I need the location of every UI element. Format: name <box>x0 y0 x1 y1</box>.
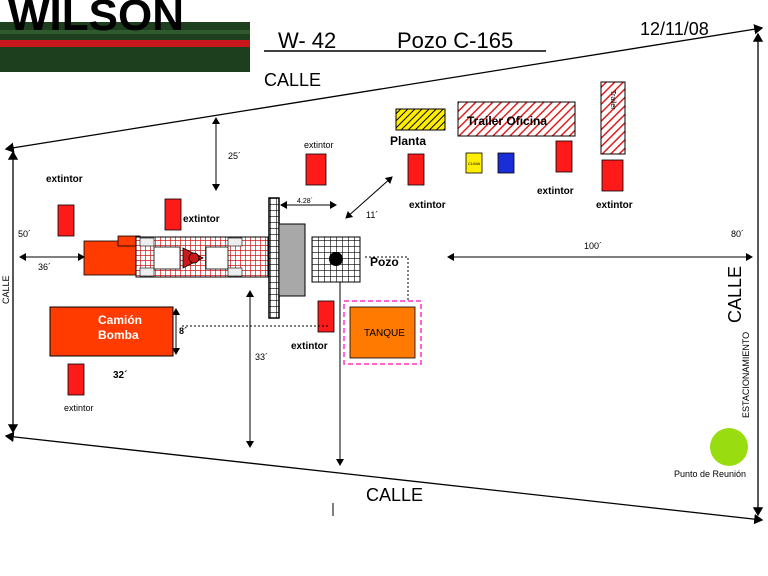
tank-label: TANQUE <box>364 328 405 339</box>
dim-11: 11´ <box>366 210 378 220</box>
trailer-vertical-label: Trailer <box>609 90 616 110</box>
rig-mast-base <box>268 197 280 319</box>
planta-label: Planta <box>390 134 426 148</box>
extinguisher-label: extintor <box>64 403 94 413</box>
extinguisher-labels: extintor extintor extintor extintor exti… <box>46 140 633 413</box>
extinguishers <box>57 140 624 396</box>
extinguisher-label: extintor <box>537 186 574 197</box>
top-boundary-line <box>4 24 764 153</box>
wellhead-icon <box>329 252 343 266</box>
trailer-office <box>457 101 576 137</box>
extinguisher-icon <box>555 140 573 173</box>
rig-substructure <box>278 223 306 297</box>
yellow-box-label: CLIMA <box>468 161 481 166</box>
pump-truck-label-1: Camión <box>98 313 142 327</box>
company-logo: WILSON <box>0 0 250 72</box>
site-boundary <box>4 24 764 525</box>
extinguisher-icon <box>57 204 75 237</box>
dim-100: 100´ <box>584 241 602 251</box>
tank <box>349 306 416 359</box>
parking-label: ESTACIONAMIENTO <box>741 332 751 418</box>
yellow-utility-box <box>465 152 483 174</box>
logo-text: WILSON <box>8 0 184 40</box>
planta-generator <box>395 108 446 131</box>
street-left: CALLE <box>1 275 11 304</box>
street-bottom: CALLE <box>366 485 423 505</box>
extinguisher-icon <box>67 363 85 396</box>
extinguisher-icon <box>407 153 425 186</box>
pump-truck <box>49 306 174 357</box>
street-top: CALLE <box>264 70 321 90</box>
extinguisher-icon <box>305 153 327 186</box>
well-id: W- 42 <box>278 28 336 53</box>
blue-utility-box <box>497 152 515 174</box>
dim-32: 32´ <box>113 370 127 381</box>
well-name: Pozo C-165 <box>397 28 513 53</box>
extinguisher-icon <box>317 300 335 333</box>
dim-33: 33´ <box>255 352 268 362</box>
trailer-vertical <box>600 81 626 155</box>
dim-80: 80´ <box>731 229 744 239</box>
meeting-point-icon <box>710 428 748 466</box>
extinguisher-label: extintor <box>409 200 446 211</box>
extinguisher-label: extintor <box>596 200 633 211</box>
extinguisher-icon <box>601 159 624 192</box>
dim-50: 50´ <box>18 229 31 239</box>
pump-truck-label-2: Bomba <box>98 328 139 342</box>
dim-36: 36´ <box>38 262 51 272</box>
tank-containment <box>343 300 422 365</box>
extinguisher-label: extintor <box>46 174 83 185</box>
date-label: 12/11/08 <box>640 19 709 39</box>
street-right: CALLE <box>725 266 745 323</box>
trailer-office-label: Trailer Oficina <box>467 114 547 128</box>
dim-11-arrow <box>345 176 393 219</box>
rig-cab <box>83 240 137 276</box>
extinguisher-label: extintor <box>183 214 220 225</box>
meeting-point-label: Punto de Reunión <box>674 469 746 479</box>
dim-25: 25´ <box>228 151 241 161</box>
extinguisher-label: extintor <box>291 341 328 352</box>
dim-428: 4.28´ <box>297 198 313 205</box>
pozo-label: Pozo <box>370 255 399 269</box>
drilling-rig <box>83 197 306 319</box>
extinguisher-label: extintor <box>304 140 334 150</box>
dim-8: 8´ <box>179 326 187 336</box>
extinguisher-icon <box>164 198 182 231</box>
bottom-boundary-line <box>4 431 764 525</box>
